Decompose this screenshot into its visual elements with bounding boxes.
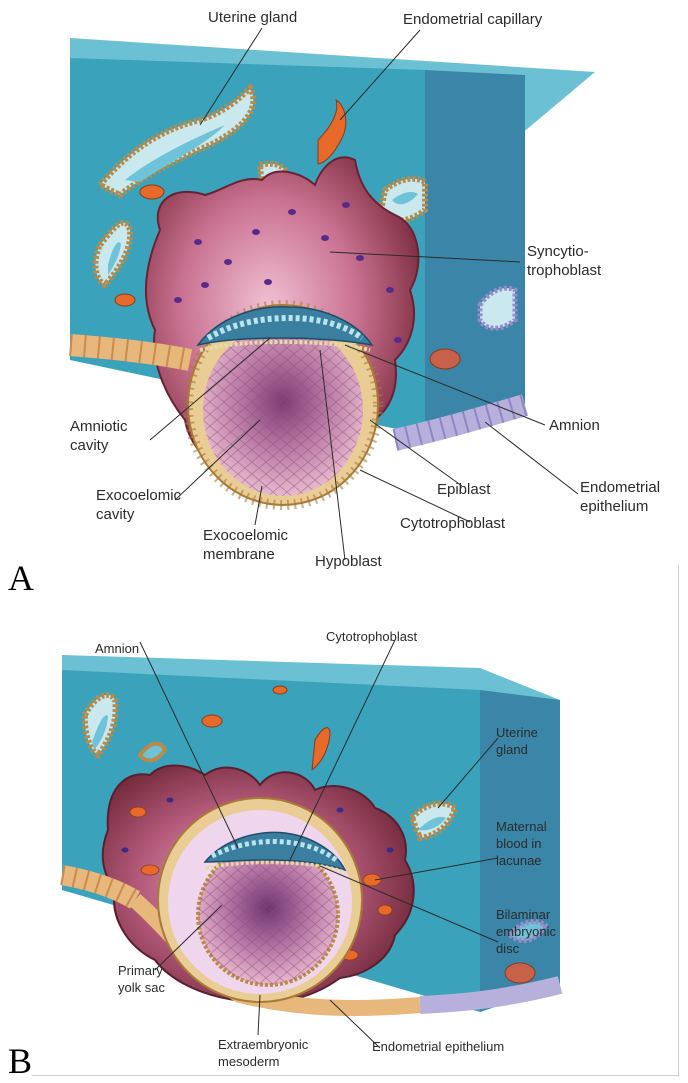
label-b-maternal-blood: Maternal blood in lacunae (496, 818, 547, 869)
label-b-uterine-gland: Uterine gland (496, 724, 538, 758)
label-b-extraembryonic-mesoderm: Extraembryonic mesoderm (218, 1036, 308, 1070)
label-b-endometrial-epithelium: Endometrial epithelium (372, 1038, 504, 1055)
label-b-primary-yolk-sac: Primary yolk sac (118, 962, 165, 996)
label-b-cytotrophoblast: Cytotrophoblast (326, 628, 417, 645)
label-b-bilaminar-disc: Bilaminar embryonic disc (496, 906, 556, 957)
label-b-amnion: Amnion (95, 640, 139, 657)
panel-b-letter: B (8, 1040, 32, 1082)
